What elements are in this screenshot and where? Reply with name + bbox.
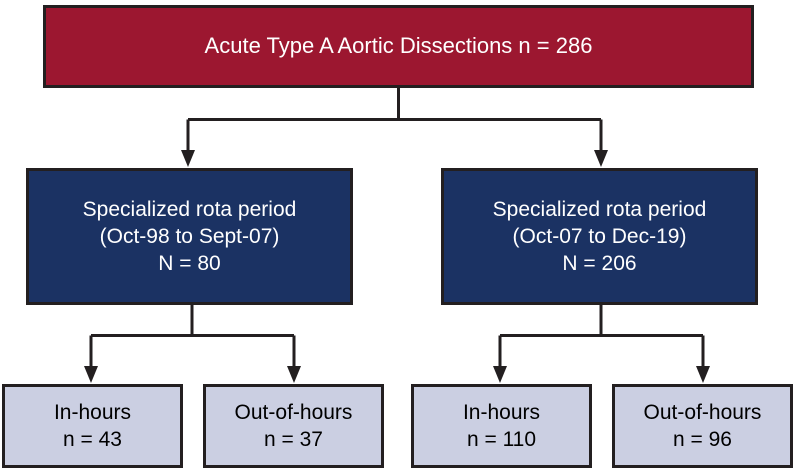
- node-leaf-1-count: n = 43: [63, 428, 122, 451]
- node-period-2-line1: Specialized rota period: [492, 197, 707, 221]
- node-leaf-out-of-hours-period-2: Out-of-hours n = 96: [612, 384, 793, 468]
- node-period-specialized-rota-1: Specialized rota period (Oct-98 to Sept-…: [26, 168, 353, 305]
- node-leaf-in-hours-period-1: In-hours n = 43: [2, 384, 183, 468]
- node-leaf-3-count: n = 110: [466, 428, 537, 451]
- node-period-specialized-rota-2: Specialized rota period (Oct-07 to Dec-1…: [441, 168, 758, 305]
- node-root-label: Acute Type A Aortic Dissections n = 286: [204, 33, 593, 59]
- node-period-1-count: N = 80: [158, 252, 221, 276]
- node-period-1-line2: (Oct-98 to Sept-07): [99, 224, 280, 248]
- node-leaf-4-count: n = 96: [673, 428, 732, 451]
- node-period-2-count: N = 206: [562, 252, 637, 276]
- node-leaf-2-count: n = 37: [264, 428, 323, 451]
- node-period-1-line1: Specialized rota period: [82, 197, 297, 221]
- node-leaf-2-label: Out-of-hours: [234, 400, 353, 424]
- node-root-cohort: Acute Type A Aortic Dissections n = 286: [43, 5, 754, 88]
- node-leaf-1-label: In-hours: [53, 400, 132, 424]
- node-leaf-out-of-hours-period-1: Out-of-hours n = 37: [203, 384, 384, 468]
- node-period-2-line2: (Oct-07 to Dec-19): [512, 224, 687, 248]
- node-leaf-4-label: Out-of-hours: [643, 400, 762, 424]
- node-leaf-in-hours-period-2: In-hours n = 110: [411, 384, 592, 468]
- node-leaf-3-label: In-hours: [462, 400, 541, 424]
